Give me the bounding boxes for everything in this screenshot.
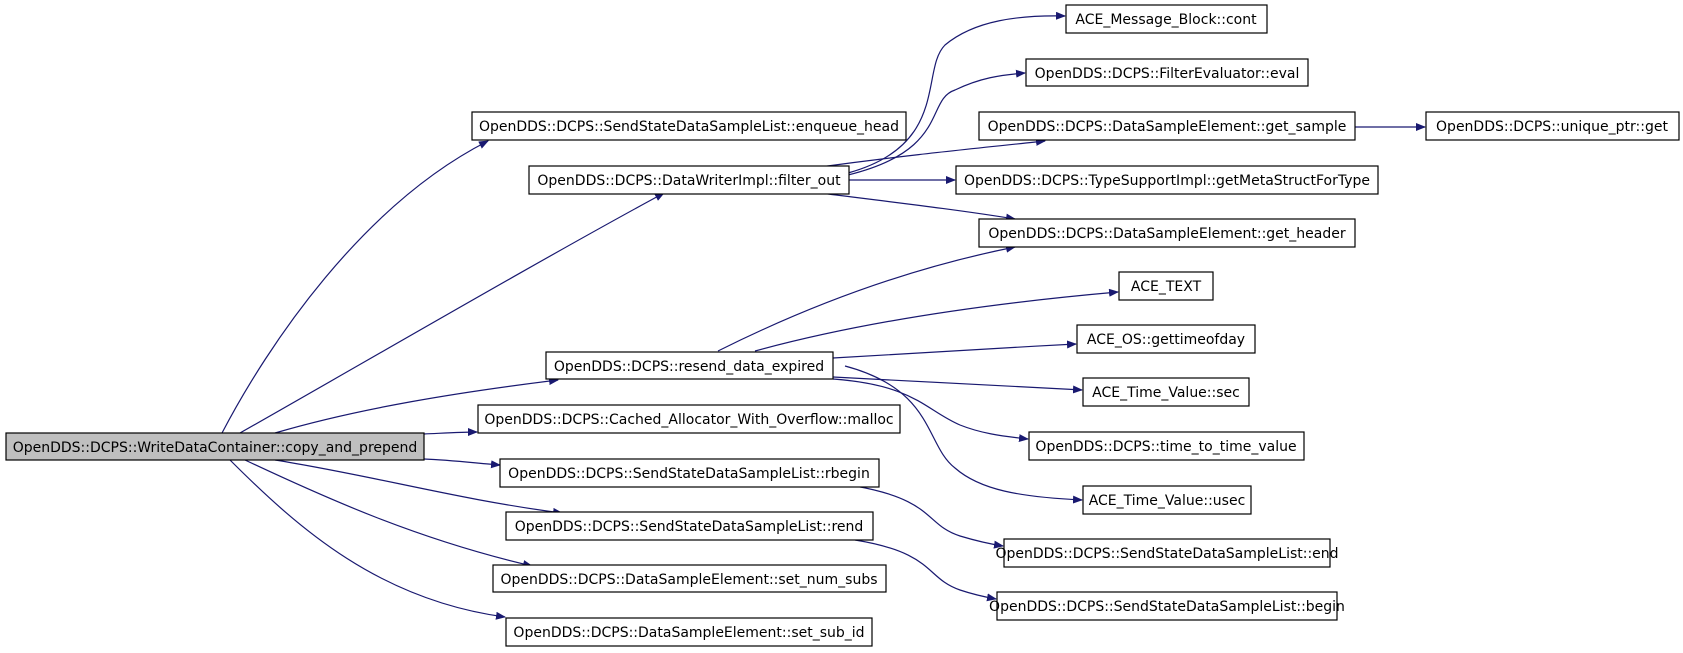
node-label: OpenDDS::DCPS::TypeSupportImpl::getMetaS… xyxy=(964,173,1370,189)
edge-resend_data_expired-usec xyxy=(844,365,1083,504)
edge-resend_data_expired-sec xyxy=(832,376,1083,394)
edge-copy_and_prepend-resend_data_expired xyxy=(274,377,559,434)
node-copy_and_prepend[interactable]: OpenDDS::DCPS::WriteDataContainer::copy_… xyxy=(5,432,425,461)
edge-resend_data_expired-get_header xyxy=(717,244,1016,352)
edge-copy_and_prepend-set_num_subs xyxy=(244,459,533,568)
edges xyxy=(221,11,1426,620)
edge-resend_data_expired-gettimeofday xyxy=(832,340,1077,359)
edge-resend_data_expired-time_to_time_value xyxy=(832,378,1029,443)
edge-copy_and_prepend-filter_out xyxy=(239,192,665,434)
node-label: OpenDDS::DCPS::DataWriterImpl::filter_ou… xyxy=(537,173,841,189)
node-ace_text[interactable]: ACE_TEXT xyxy=(1118,271,1214,301)
node-label: OpenDDS::DCPS::SendStateDataSampleList::… xyxy=(508,466,870,482)
node-label: ACE_Message_Block::cont xyxy=(1075,12,1257,28)
node-resend_data_expired[interactable]: OpenDDS::DCPS::resend_data_expired xyxy=(545,351,834,380)
node-label: OpenDDS::DCPS::Cached_Allocator_With_Ove… xyxy=(484,412,893,428)
node-label: OpenDDS::DCPS::DataSampleElement::get_sa… xyxy=(988,119,1347,135)
node-label: OpenDDS::DCPS::FilterEvaluator::eval xyxy=(1035,66,1300,82)
node-label: ACE_Time_Value::usec xyxy=(1089,493,1246,509)
edge-copy_and_prepend-rbegin xyxy=(423,458,501,469)
node-get_header[interactable]: OpenDDS::DCPS::DataSampleElement::get_he… xyxy=(978,218,1356,248)
edge-copy_and_prepend-malloc xyxy=(423,428,478,437)
node-label: ACE_Time_Value::sec xyxy=(1092,385,1240,401)
node-unique_ptr_get[interactable]: OpenDDS::DCPS::unique_ptr::get xyxy=(1425,111,1680,141)
edge-copy_and_prepend-set_sub_id xyxy=(229,459,506,620)
nodes: OpenDDS::DCPS::WriteDataContainer::copy_… xyxy=(5,4,1680,647)
node-label: OpenDDS::DCPS::SendStateDataSampleList::… xyxy=(995,546,1338,562)
edge-filter_out-get_sample xyxy=(819,137,1046,168)
node-sec[interactable]: ACE_Time_Value::sec xyxy=(1082,377,1250,407)
node-label: OpenDDS::DCPS::DataSampleElement::get_he… xyxy=(988,226,1345,242)
node-label: OpenDDS::DCPS::unique_ptr::get xyxy=(1436,119,1668,135)
node-rend[interactable]: OpenDDS::DCPS::SendStateDataSampleList::… xyxy=(505,511,874,541)
node-getMetaStructForType[interactable]: OpenDDS::DCPS::TypeSupportImpl::getMetaS… xyxy=(955,165,1379,195)
edge-filter_out-cont xyxy=(847,11,1066,174)
node-label: OpenDDS::DCPS::SendStateDataSampleList::… xyxy=(479,119,899,135)
node-gettimeofday[interactable]: ACE_OS::gettimeofday xyxy=(1076,324,1256,354)
node-label: ACE_OS::gettimeofday xyxy=(1087,332,1245,348)
node-label: OpenDDS::DCPS::DataSampleElement::set_nu… xyxy=(500,572,877,588)
edge-filter_out-eval xyxy=(847,69,1026,176)
node-get_sample[interactable]: OpenDDS::DCPS::DataSampleElement::get_sa… xyxy=(978,111,1356,141)
node-set_sub_id[interactable]: OpenDDS::DCPS::DataSampleElement::set_su… xyxy=(505,617,873,647)
edge-rend-begin xyxy=(854,539,997,602)
node-time_to_time_value[interactable]: OpenDDS::DCPS::time_to_time_value xyxy=(1028,431,1305,461)
node-eval[interactable]: OpenDDS::DCPS::FilterEvaluator::eval xyxy=(1025,58,1309,87)
node-label: OpenDDS::DCPS::WriteDataContainer::copy_… xyxy=(13,440,418,456)
edge-rbegin-end xyxy=(854,485,1004,549)
node-begin[interactable]: OpenDDS::DCPS::SendStateDataSampleList::… xyxy=(989,591,1345,621)
node-filter_out[interactable]: OpenDDS::DCPS::DataWriterImpl::filter_ou… xyxy=(528,165,850,195)
node-enqueue_head[interactable]: OpenDDS::DCPS::SendStateDataSampleList::… xyxy=(471,111,907,141)
node-label: OpenDDS::DCPS::resend_data_expired xyxy=(554,359,824,375)
edge-filter_out-get_header xyxy=(819,192,1016,222)
node-end[interactable]: OpenDDS::DCPS::SendStateDataSampleList::… xyxy=(995,538,1339,568)
node-label: OpenDDS::DCPS::SendStateDataSampleList::… xyxy=(515,519,864,535)
node-label: OpenDDS::DCPS::SendStateDataSampleList::… xyxy=(989,599,1345,615)
edge-copy_and_prepend-rend xyxy=(274,459,563,516)
node-label: OpenDDS::DCPS::time_to_time_value xyxy=(1035,439,1296,455)
node-set_num_subs[interactable]: OpenDDS::DCPS::DataSampleElement::set_nu… xyxy=(492,564,887,593)
edge-resend_data_expired-ace_text xyxy=(754,288,1119,352)
node-label: ACE_TEXT xyxy=(1131,279,1202,295)
node-label: OpenDDS::DCPS::DataSampleElement::set_su… xyxy=(513,625,864,641)
node-malloc[interactable]: OpenDDS::DCPS::Cached_Allocator_With_Ove… xyxy=(477,404,901,434)
node-usec[interactable]: ACE_Time_Value::usec xyxy=(1082,485,1252,515)
edge-copy_and_prepend-enqueue_head xyxy=(221,140,489,434)
node-cont[interactable]: ACE_Message_Block::cont xyxy=(1065,4,1268,34)
node-rbegin[interactable]: OpenDDS::DCPS::SendStateDataSampleList::… xyxy=(499,458,880,488)
